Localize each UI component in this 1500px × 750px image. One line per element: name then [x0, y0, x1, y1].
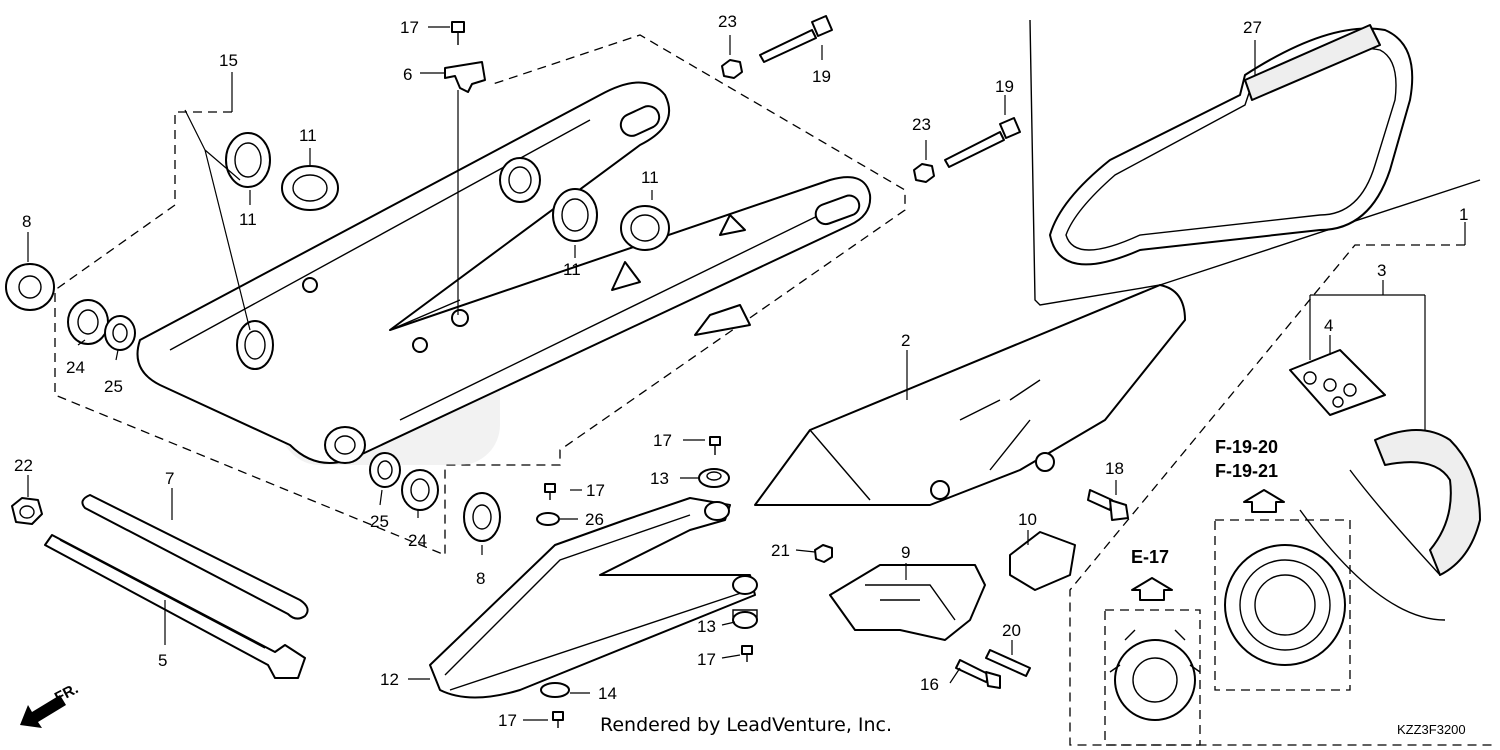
callout-13-bottom: 13	[697, 617, 716, 636]
drive-chain-3	[1299, 429, 1481, 621]
callout-25-right: 25	[370, 512, 389, 531]
clip-6	[444, 61, 486, 93]
nut-23-mid	[913, 163, 935, 183]
callout-17-top: 17	[400, 18, 419, 37]
callout-11-d: 11	[641, 168, 659, 187]
bolt-18	[1087, 489, 1129, 521]
bolt-17-top	[451, 21, 465, 45]
callout-20: 20	[1002, 621, 1021, 640]
callout-1: 1	[1459, 205, 1468, 224]
leader-lines	[27, 26, 1466, 721]
callout-11-b: 11	[239, 210, 257, 229]
callout-6: 6	[403, 65, 412, 84]
drive-sprocket-e17	[1104, 609, 1201, 746]
chain-slider	[429, 497, 758, 699]
callout-2: 2	[901, 331, 910, 350]
washer-14	[540, 682, 570, 698]
chain-joint-4	[1289, 349, 1386, 416]
callout-8-bottom: 8	[476, 569, 485, 588]
front-arrow-icon	[20, 695, 66, 728]
collar-8-bottom	[463, 492, 501, 542]
slider-block-10	[1009, 531, 1076, 591]
callout-17-left: 17	[586, 481, 605, 500]
ref-f-19-20: F-19-20	[1215, 437, 1278, 457]
callout-19-top: 19	[812, 67, 831, 86]
arrow-to-e17	[1131, 577, 1173, 601]
drive-chain-group-outline	[1069, 244, 1495, 746]
needle-bearing-24-left	[67, 299, 109, 345]
collar-13-top	[698, 468, 730, 488]
bearing-11-c	[552, 188, 598, 242]
seal-25-left	[104, 315, 136, 351]
callout-18: 18	[1105, 459, 1124, 478]
pivot-collar-7	[81, 494, 309, 620]
bolt-19-mid	[944, 117, 1021, 168]
callout-labels: 17 6 15 11 11 11 11 8 24 25 22 7 5 25 24…	[14, 12, 1468, 730]
drive-chain-27	[1029, 19, 1481, 306]
swingarm-group-outline	[54, 34, 906, 556]
callout-21: 21	[771, 541, 790, 560]
callout-19-mid: 19	[995, 77, 1014, 96]
callout-13-top: 13	[650, 469, 669, 488]
chain-guide-9	[829, 564, 986, 641]
callout-9: 9	[901, 543, 910, 562]
ref-e17: E-17	[1131, 547, 1169, 567]
callout-26: 26	[585, 510, 604, 529]
pivot-bolt-5	[44, 534, 306, 679]
bearing-11-b	[281, 165, 339, 211]
callout-4: 4	[1324, 316, 1333, 335]
bolt-16	[955, 659, 1001, 689]
callout-17-bottom: 17	[498, 711, 517, 730]
nut-22	[11, 497, 43, 525]
collar-13-bottom	[732, 609, 758, 629]
callout-3: 3	[1377, 261, 1386, 280]
credit-text: Rendered by LeadVenture, Inc.	[600, 714, 892, 736]
seal-25-right	[369, 452, 401, 488]
callout-5: 5	[158, 651, 167, 670]
ref-f-19-21: F-19-21	[1215, 461, 1278, 481]
washer-26	[536, 512, 560, 526]
bolt-19-top	[759, 15, 833, 63]
callout-7: 7	[165, 469, 174, 488]
diagram-code: KZZ3F3200	[1397, 722, 1466, 737]
bolt-17-lower	[741, 645, 753, 662]
callout-27: 27	[1243, 18, 1262, 37]
bearing-11-a	[225, 132, 271, 188]
arrow-to-f19	[1243, 489, 1285, 513]
callout-11-c: 11	[563, 260, 581, 279]
callout-24-left: 24	[66, 358, 85, 377]
nut-21	[814, 544, 833, 563]
callout-14: 14	[598, 684, 617, 703]
callout-17-lower: 17	[697, 650, 716, 669]
callout-8-left: 8	[22, 212, 31, 231]
callout-23-mid: 23	[912, 115, 931, 134]
callout-11-a: 11	[299, 126, 317, 145]
bolt-17-bottom	[552, 711, 564, 728]
callout-12: 12	[380, 670, 399, 689]
callout-15: 15	[219, 51, 238, 70]
callout-25-left: 25	[104, 377, 123, 396]
callout-16: 16	[920, 675, 939, 694]
callout-17-mid: 17	[653, 431, 672, 450]
bearing-11-d	[620, 205, 670, 251]
swingarm	[136, 81, 872, 465]
bolt-20	[985, 649, 1031, 677]
callout-23-top: 23	[718, 12, 737, 31]
callout-10: 10	[1018, 510, 1037, 529]
callout-24-right: 24	[408, 531, 427, 550]
nut-23-top	[721, 59, 743, 79]
bolt-17-mid	[709, 436, 721, 455]
bolt-17-left	[544, 483, 556, 500]
callout-22: 22	[14, 456, 33, 475]
driven-sprocket-f19	[1214, 519, 1351, 691]
bearing-8-left	[5, 263, 55, 311]
needle-bearing-24-right	[401, 469, 439, 511]
